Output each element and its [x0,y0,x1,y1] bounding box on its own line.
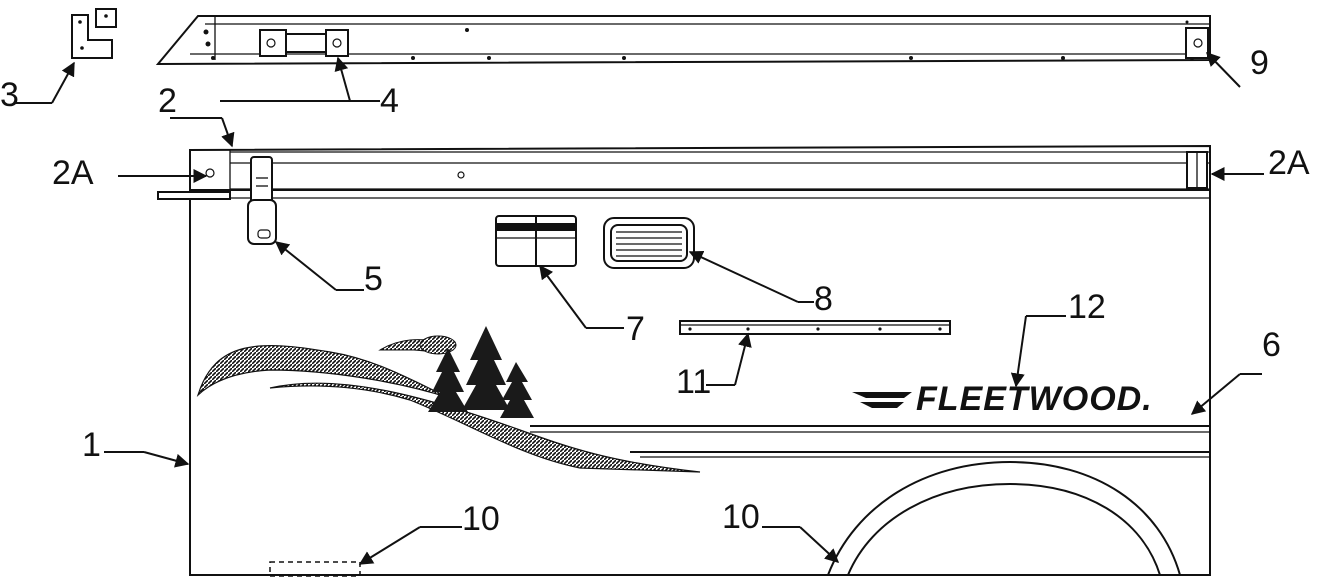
leader-lines [14,51,1264,565]
callout-2a-right: 2A [1268,144,1310,182]
callout-12: 12 [1068,288,1106,326]
latch-part-5 [247,156,277,245]
callout-11: 11 [676,363,711,401]
callout-10-left: 10 [462,500,500,538]
fleetwood-logo-text: FLEETWOOD. [916,380,1153,418]
callout-2a-left: 2A [52,154,94,192]
decal-graphic [196,326,1210,473]
dashed-pocket-part-10 [269,561,361,577]
callout-10-right: 10 [722,498,760,536]
top-rail-assembly [155,15,1211,66]
side-rail-part-2 [157,144,1211,200]
double-vent-part-7 [495,215,577,267]
callout-7: 7 [626,310,645,348]
fleetwood-logo: FLEETWOOD. [852,380,1153,418]
handle-bar-part-11 [679,320,951,335]
callout-9: 9 [1250,44,1269,82]
wheel-well-part-10 [827,460,1181,576]
pine-trees [428,326,534,418]
callout-1: 1 [82,426,101,464]
callout-5: 5 [364,260,383,298]
corner-bracket-part-3 [71,8,117,59]
vent-grille-part-8 [603,217,695,269]
callout-labels: 3 2 4 9 2A 2A 5 7 8 11 12 6 1 10 10 [0,44,1310,538]
callout-2: 2 [158,82,177,120]
callout-8: 8 [814,280,833,318]
callout-6: 6 [1262,326,1281,364]
callout-3: 3 [0,76,19,114]
callout-4: 4 [380,82,399,120]
